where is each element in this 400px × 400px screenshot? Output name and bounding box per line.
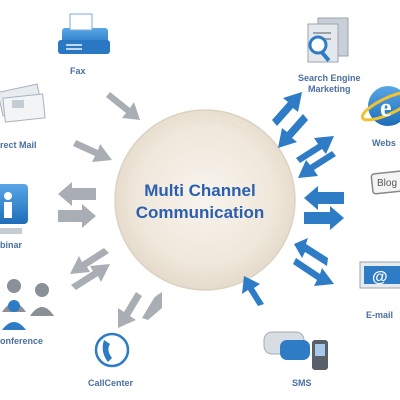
conference-icon: [2, 279, 54, 330]
label-search-engine-marketing: Search Engine Marketing: [298, 73, 361, 94]
arrow-callcenter: [118, 292, 162, 328]
email-icon: @: [359, 261, 400, 289]
website-icon: e: [360, 86, 400, 126]
svg-text:@: @: [372, 269, 388, 286]
label-sms: SMS: [292, 378, 312, 388]
arrow-email: [293, 238, 334, 286]
svg-text:e: e: [380, 93, 392, 122]
label-email: E-mail: [366, 310, 394, 320]
svg-text:Blog: Blog: [377, 178, 397, 189]
sms-icon: [263, 331, 328, 370]
direct-mail-icon: [0, 83, 46, 123]
arrow-fax: [106, 92, 140, 120]
center-title-line1: Multi Channel: [144, 181, 256, 200]
arrow-search-engine-marketing: [272, 92, 308, 148]
center-title: Multi Channel Communication: [110, 180, 290, 224]
webinar-icon: [0, 184, 28, 234]
label-website: Webs: [372, 138, 396, 148]
blog-icon: Blog: [370, 169, 400, 195]
center-circle: [114, 109, 296, 291]
arrow-website: [296, 136, 336, 178]
callcenter-icon: [94, 332, 130, 368]
label-webinar: binar: [0, 240, 23, 250]
arrow-blog: [304, 186, 344, 230]
label-callcenter: CallCenter: [88, 378, 134, 388]
arrow-conference: [70, 248, 110, 290]
fax-icon: [58, 13, 110, 54]
arrow-direct-mail: [73, 140, 112, 162]
label-conference: onference: [0, 336, 44, 346]
search-engine-marketing-icon: [307, 17, 349, 63]
arrow-webinar: [58, 182, 96, 228]
arrow-sms: [242, 276, 264, 306]
label-direct-mail: rect Mail: [0, 140, 37, 150]
label-fax: Fax: [70, 66, 86, 76]
center-title-line2: Communication: [135, 203, 265, 222]
